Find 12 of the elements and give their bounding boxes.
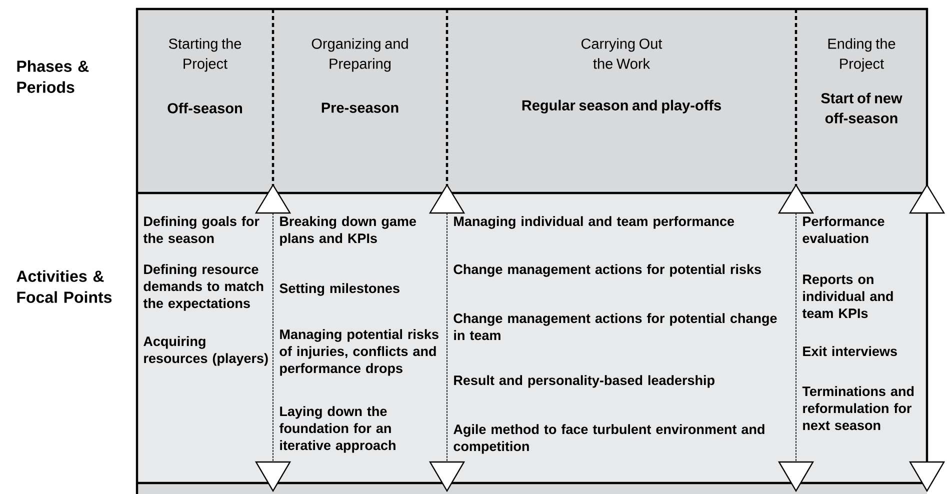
activity-column: Breaking down game plans and KPIs Setting milestones Managing potential risks of injuries, conflicts and performance drops Laying down the foundation for an iterative approach (279, 216, 438, 453)
phase-cell: Starting the Project Off-season (168, 38, 242, 114)
band-background (137, 9, 928, 194)
activity-column: Defining goals for the season Defining resource demands to match the expectations Acquiring resources (players) (143, 216, 268, 366)
phase-cell: Ending the Project Start of new off-season (821, 38, 902, 124)
activity-column: Performance evaluation Reports on individual and team KPIs Exit interviews Terminations and reformulation for next season (802, 216, 914, 430)
band-background (137, 193, 928, 484)
phase-cell: Carrying Out the Work Regular season and play-offs (522, 38, 721, 114)
row-label: Activities & Focal Points (16, 270, 112, 303)
activity-column: Managing individual and team performance Change management actions for potential risks Change management actions for potential change in team Result and personality-based leadership Agile method to face turbulent environment and competition (454, 216, 777, 454)
phase-cell: Organizing and Preparing Pre-season (312, 38, 408, 113)
row-label: Phases & Periods (17, 60, 89, 93)
